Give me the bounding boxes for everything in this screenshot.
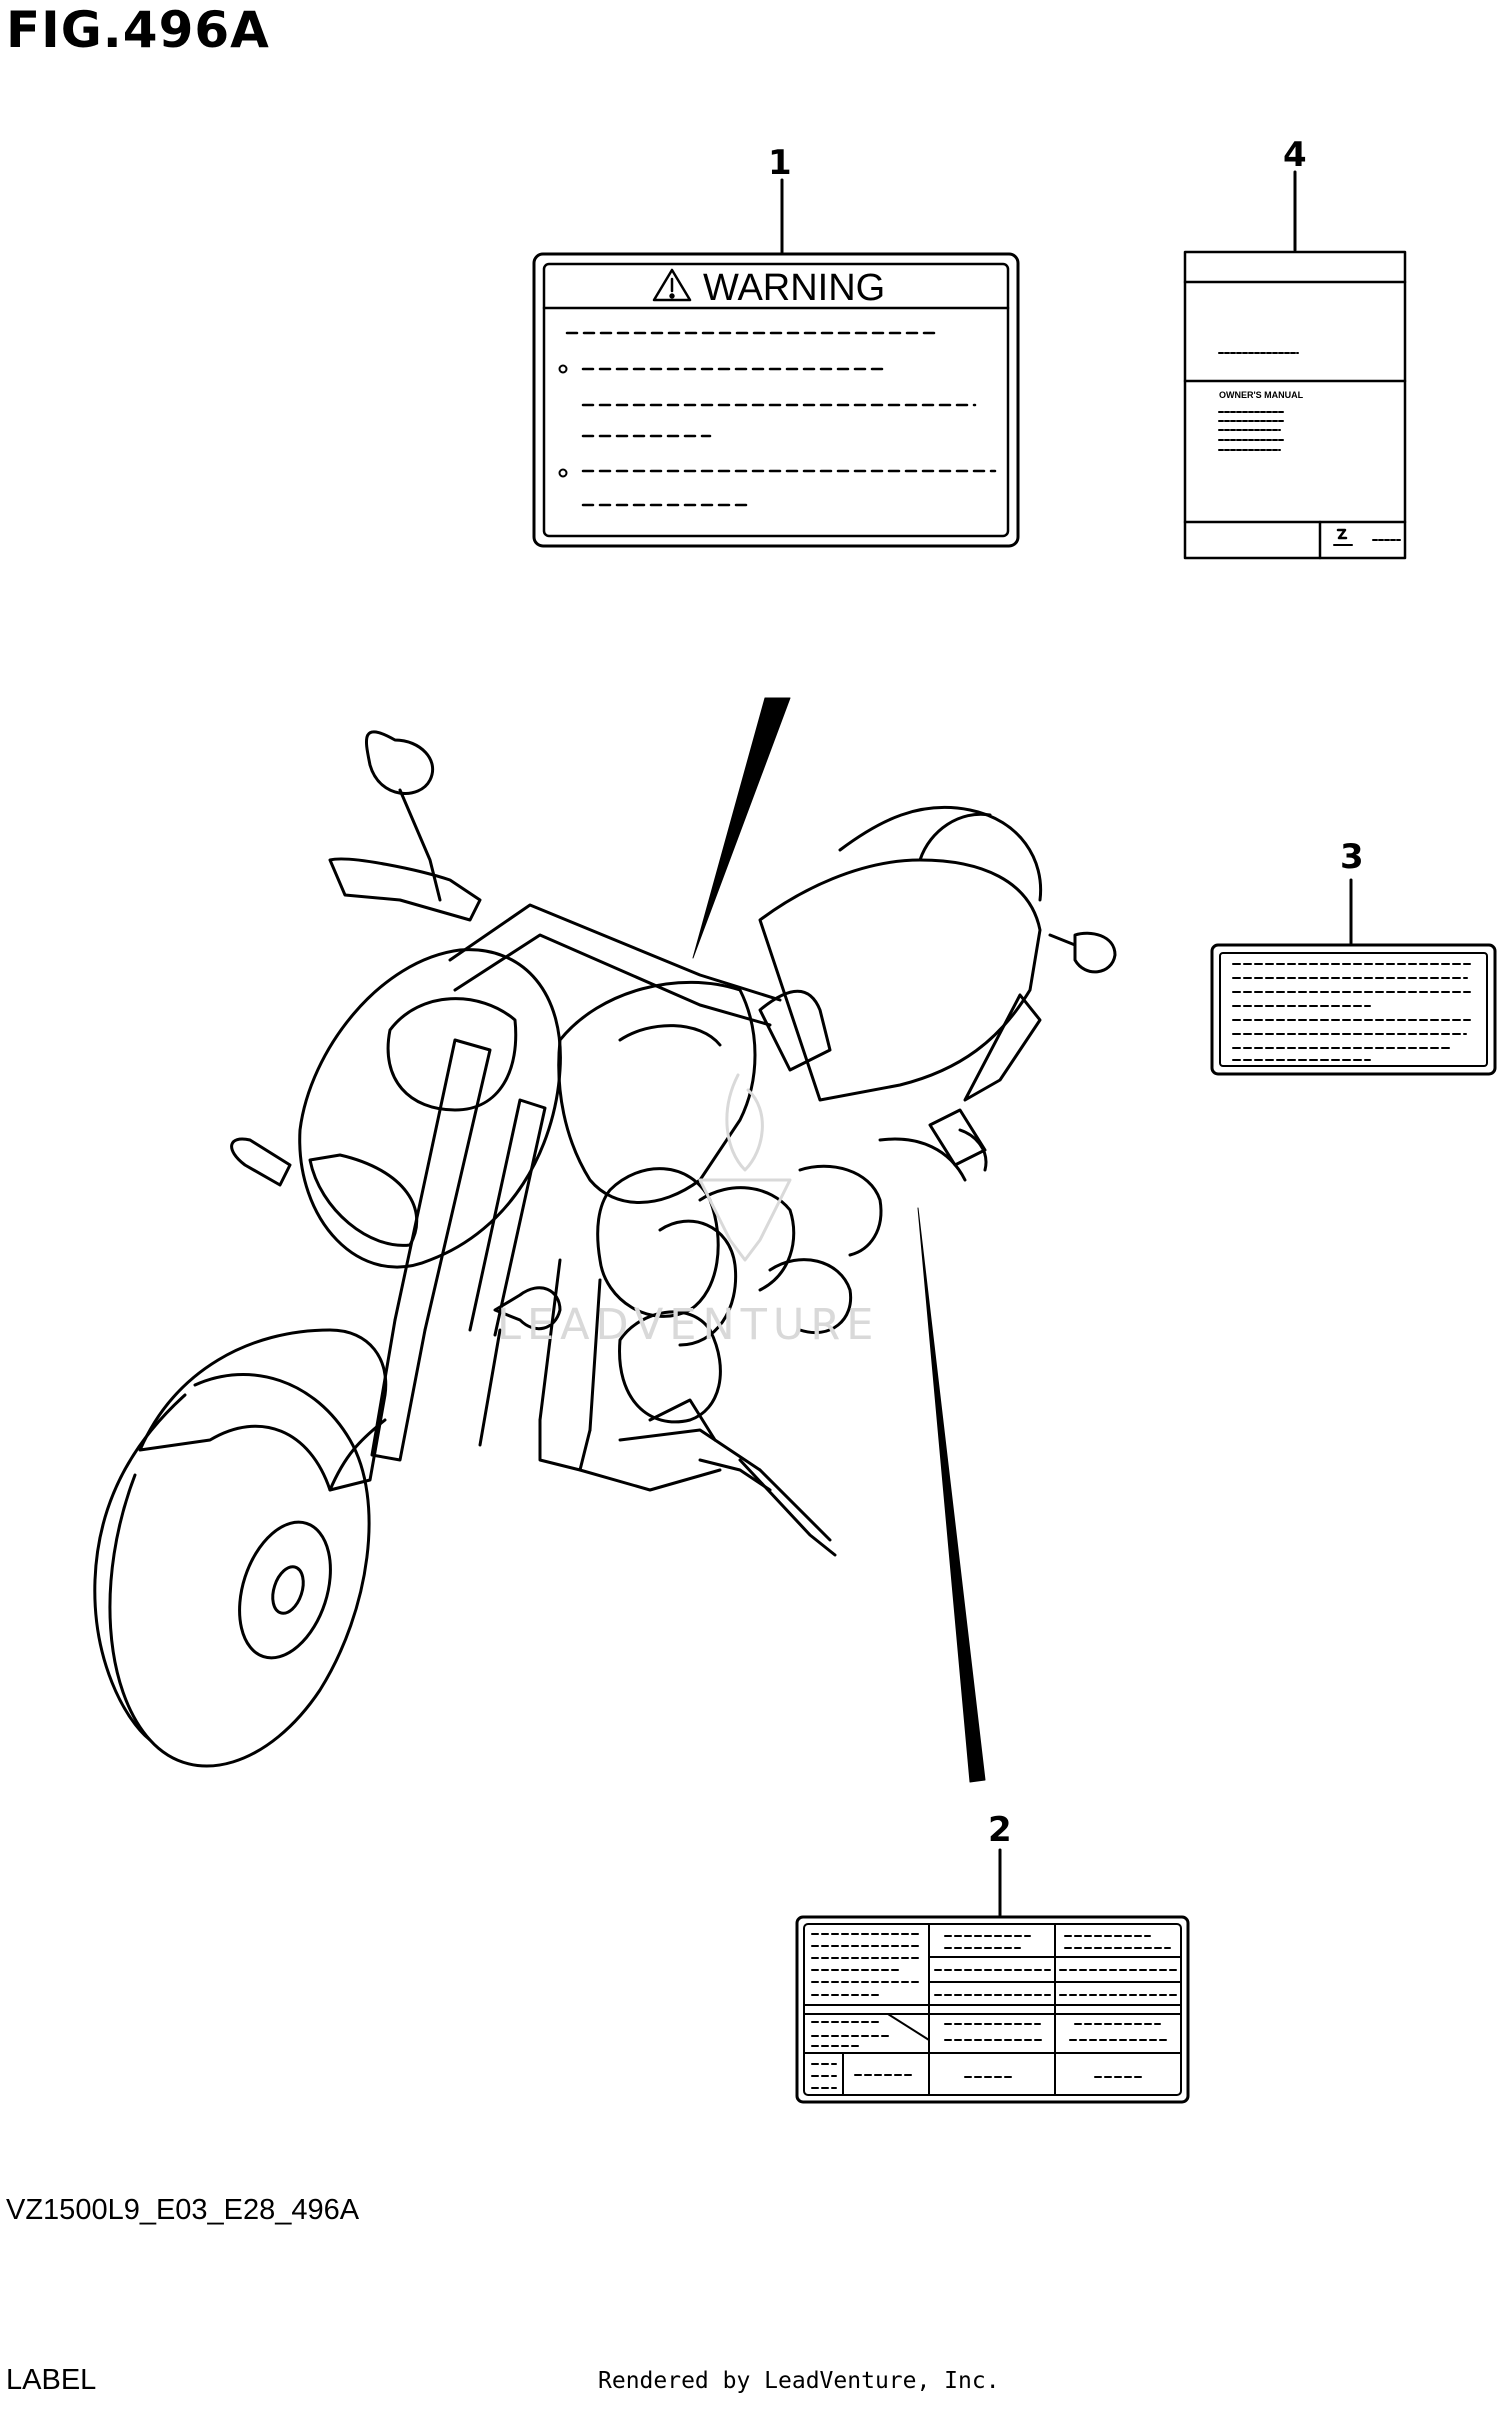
figure-title: FIG.496A xyxy=(6,1,270,59)
warning-label-part-1[interactable] xyxy=(532,178,1020,548)
owners-manual-part-4[interactable] xyxy=(1183,170,1407,560)
owners-manual-title: OWNER'S MANUAL xyxy=(1219,390,1304,400)
tire-info-label-part-2[interactable] xyxy=(795,1848,1190,2104)
label-part-3[interactable] xyxy=(1210,878,1497,1076)
figure-code: VZ1500L9_E03_E28_496A xyxy=(6,2194,360,2226)
callout-3: 3 xyxy=(1340,837,1364,877)
callout-2: 2 xyxy=(988,1810,1012,1850)
callout-4: 4 xyxy=(1283,135,1307,175)
leader-pointer-1 xyxy=(692,697,791,959)
section-label: LABEL xyxy=(6,2364,97,2396)
leadventure-watermark xyxy=(698,1073,792,1262)
warning-triangle-icon xyxy=(652,268,692,302)
motorcycle-illustration xyxy=(93,730,1117,1768)
warning-heading: WARNING xyxy=(703,267,885,309)
suzuki-logo-icon xyxy=(1333,528,1353,546)
callout-1: 1 xyxy=(768,143,792,183)
render-credit: Rendered by LeadVenture, Inc. xyxy=(598,2368,1000,2394)
leader-pointer-2 xyxy=(917,1207,986,1783)
watermark-text: LEADVENTURE xyxy=(497,1300,879,1350)
